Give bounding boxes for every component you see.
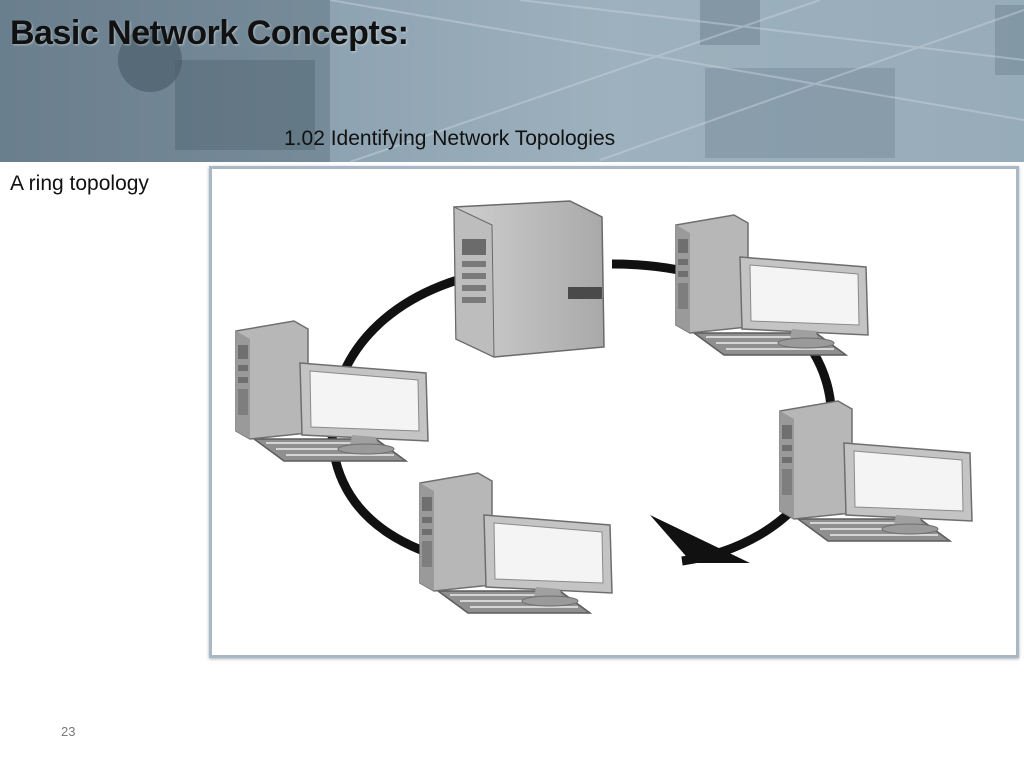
header-banner: Basic Network Concepts: 1.02 Identifying… <box>0 0 1024 162</box>
server-tower-icon <box>453 200 605 358</box>
slide-title: Basic Network Concepts: <box>10 14 409 52</box>
banner-background-image <box>0 0 1024 162</box>
desktop-computer-icon <box>675 214 869 356</box>
ring-topology-figure <box>209 166 1019 658</box>
desktop-computer-icon <box>779 400 973 542</box>
figure-caption: A ring topology <box>10 172 149 195</box>
page-number: 23 <box>61 724 76 739</box>
direction-arrow-icon <box>650 515 750 563</box>
ring-topology-diagram <box>235 200 973 614</box>
slide-subtitle: 1.02 Identifying Network Topologies <box>284 127 616 150</box>
desktop-computer-icon <box>235 320 429 462</box>
desktop-computer-icon <box>419 472 613 614</box>
